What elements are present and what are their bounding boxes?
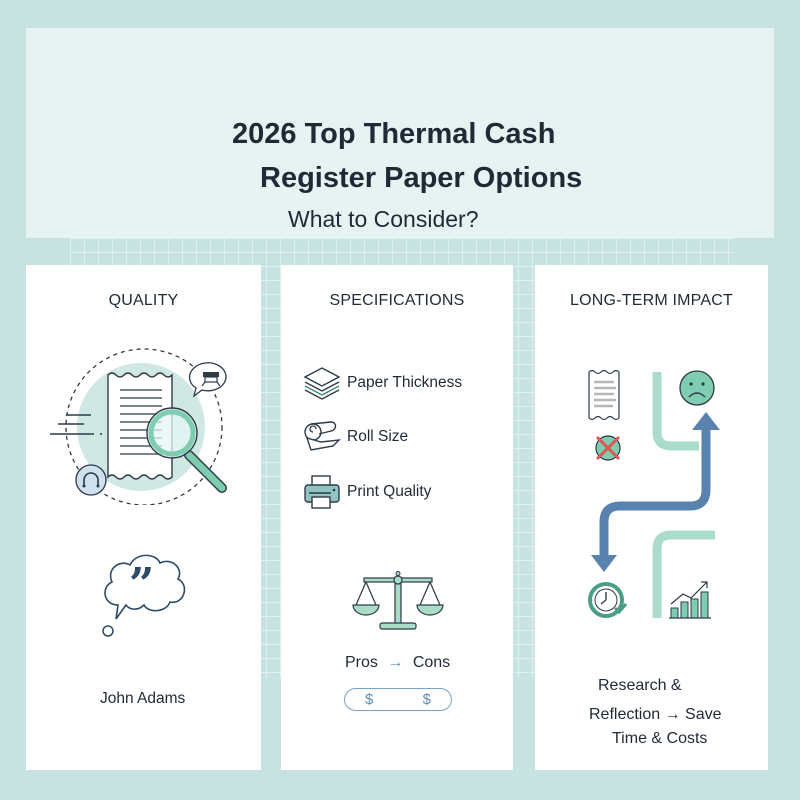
subtitle: What to Consider? xyxy=(288,206,479,232)
spec-label: Paper Thickness xyxy=(347,374,463,391)
growth-chart-icon xyxy=(669,581,711,619)
receipt-magnifier-icon xyxy=(50,348,227,505)
caption-line-3: Time & Costs xyxy=(612,730,708,747)
faded-receipt-icon xyxy=(588,369,620,421)
spec-item-paper-thickness: Paper Thickness xyxy=(303,365,462,401)
pros-cons-label: Pros → Cons xyxy=(345,654,450,672)
caption-line-2: Reflection → Save xyxy=(589,706,722,723)
scales-icon xyxy=(352,571,444,630)
red-x-icon xyxy=(595,435,621,461)
clock-check-icon xyxy=(588,582,628,618)
printer-speech-icon xyxy=(201,372,221,387)
quote-thought-bubble-icon: ” xyxy=(102,554,186,637)
dollar-icon: $ xyxy=(365,691,374,708)
card-title: LONG-TERM IMPACT xyxy=(570,292,733,309)
printer-icon xyxy=(304,475,340,509)
spec-item-print-quality: Print Quality xyxy=(303,474,431,510)
spec-item-roll-size: Roll Size xyxy=(303,418,408,456)
title-line-2: Register Paper Options xyxy=(260,162,583,194)
pros-text: Pros xyxy=(345,654,378,671)
dollar-icon: $ xyxy=(422,691,431,708)
paper-stack-icon xyxy=(303,367,341,400)
card-quality: QUALITY xyxy=(26,265,261,770)
card-long-term-impact: LONG-TERM IMPACT xyxy=(535,265,768,770)
svg-text:”: ” xyxy=(129,559,154,610)
card-title: SPECIFICATIONS xyxy=(329,292,465,309)
header-banner: 2026 Top Thermal Cash Register Paper Opt… xyxy=(26,28,774,238)
card-title: QUALITY xyxy=(108,292,179,309)
paper-roll-icon xyxy=(304,421,341,451)
quote-author: John Adams xyxy=(100,690,186,707)
cons-text: Cons xyxy=(412,654,451,671)
arrow-right-icon: → xyxy=(387,654,404,671)
page-title: 2026 Top Thermal Cash Register Paper Opt… xyxy=(26,112,774,200)
spec-label: Print Quality xyxy=(347,483,432,500)
caption-line-1: Research & xyxy=(598,677,682,694)
card-specifications: SPECIFICATIONS Paper Thickness Roll Size… xyxy=(281,265,513,770)
spec-label: Roll Size xyxy=(347,428,409,445)
impact-flow-diagram xyxy=(588,369,720,619)
headphones-icon xyxy=(75,464,107,496)
price-pill: $ $ xyxy=(344,688,452,711)
sad-face-icon xyxy=(679,370,715,406)
title-line-1: 2026 Top Thermal Cash xyxy=(232,118,556,150)
